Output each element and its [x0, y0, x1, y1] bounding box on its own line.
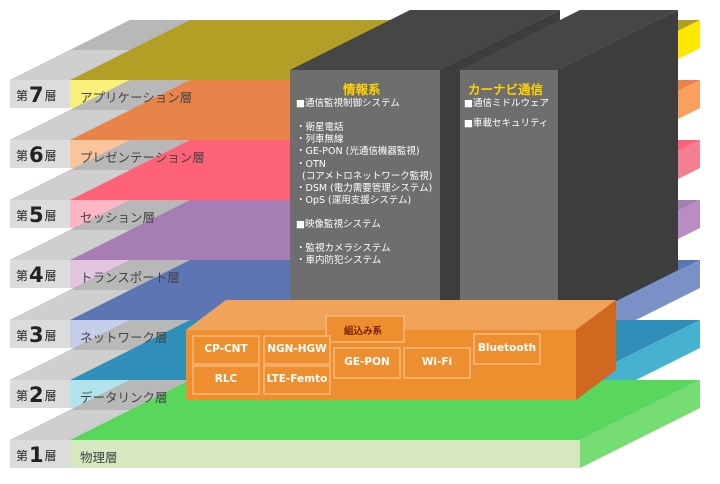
- embedded-box-3: [263, 365, 331, 395]
- info-tower-title: 情報系: [343, 82, 381, 97]
- layer-number-prefix: 第: [16, 89, 29, 103]
- carnavi-tower-side: [558, 10, 678, 330]
- layer-7-label-top-light: [10, 50, 130, 80]
- layer-number-suffix: 層: [44, 209, 57, 223]
- layer-7-number: 第7層: [16, 83, 57, 107]
- embedded-box-label-0: CP-CNT: [204, 343, 248, 355]
- embedded-box-label-6: Bluetooth: [477, 342, 537, 354]
- embedded-box-label-3: LTE-Femto: [266, 373, 328, 385]
- layer-5-label-block: [10, 200, 70, 228]
- layer-number-digit: 3: [29, 323, 44, 347]
- embedded-box-label-2: RLC: [214, 373, 238, 385]
- layer-4-number: 第4層: [16, 263, 57, 287]
- layer-number-prefix: 第: [16, 209, 29, 223]
- info-tower-line: ・DSM (電力需要管理システム): [296, 182, 433, 194]
- carnavi-tower-top: [460, 10, 678, 70]
- layer-1-name: 物理層: [80, 450, 118, 465]
- info-tower-line: ・OpS (運用支援システム): [296, 194, 412, 206]
- layer-number-suffix: 層: [44, 149, 57, 163]
- layer-1-side-face: [580, 380, 700, 468]
- layer-6-label-top-light: [10, 110, 130, 140]
- layer-number-digit: 4: [29, 263, 44, 287]
- layer-6-label-block: [10, 140, 70, 168]
- layer-4-name: トランスポート層: [80, 270, 180, 285]
- layer-number-digit: 5: [29, 203, 44, 227]
- embedded-box-1: [263, 335, 331, 365]
- layer-3-number: 第3層: [16, 323, 57, 347]
- layer-number-prefix: 第: [16, 389, 29, 403]
- layer-2-number: 第2層: [16, 383, 57, 407]
- layer-number-digit: 1: [29, 443, 44, 467]
- info-tower-line: (コアメトロネットワーク監視): [296, 170, 433, 182]
- embedded-box-label-4: GE-PON: [344, 356, 390, 368]
- info-tower-line: ■通信監視制御システム: [296, 98, 400, 109]
- info-tower-line: ・衛星電話: [296, 122, 344, 134]
- carnavi-tower-line: ■通信ミドルウェア: [464, 98, 549, 109]
- info-tower-face: [290, 70, 440, 310]
- layer-5-label-top-light: [10, 170, 130, 200]
- layer-number-suffix: 層: [44, 449, 57, 463]
- info-tower-line: ・列車無線: [296, 134, 344, 146]
- info-tower-line: ・OTN: [296, 158, 326, 170]
- layer-number-prefix: 第: [16, 329, 29, 343]
- layer-3-label-top-light: [10, 290, 130, 320]
- layer-4-label-top-light: [10, 230, 130, 260]
- layer-number-digit: 2: [29, 383, 44, 407]
- layer-number-digit: 7: [29, 83, 44, 107]
- layer-2-label-block: [10, 380, 70, 408]
- layer-2-label-top-light: [10, 350, 130, 380]
- layer-1-front-face: [70, 440, 580, 468]
- layer-number-suffix: 層: [44, 329, 57, 343]
- info-tower-line: ・GE-PON (光通信機器監視): [296, 146, 420, 158]
- layer-1-number: 第1層: [16, 443, 57, 467]
- carnavi-tower-line: ■車載セキュリティ: [464, 118, 549, 129]
- info-tower-line: ・車内防犯システム: [296, 255, 382, 267]
- layer-1-label-top-light: [10, 410, 130, 440]
- layer-1-label-block: [10, 440, 70, 468]
- embedded-box-5: [403, 347, 471, 379]
- layer-3-label-block: [10, 320, 70, 348]
- layer-2-name: データリンク層: [80, 390, 168, 405]
- embedded-box-label-5: Wi-Fi: [421, 356, 453, 368]
- layer-number-prefix: 第: [16, 269, 29, 283]
- info-tower-line: ■映像監視システム: [296, 219, 381, 230]
- embedded-box-0: [192, 335, 260, 365]
- layer-6-number: 第6層: [16, 143, 57, 167]
- layer-number-suffix: 層: [44, 389, 57, 403]
- layer-number-prefix: 第: [16, 449, 29, 463]
- layer-3-name: ネットワーク層: [80, 330, 168, 345]
- layer-5-number: 第5層: [16, 203, 57, 227]
- layer-5-name: セッション層: [80, 210, 156, 225]
- layer-number-prefix: 第: [16, 149, 29, 163]
- carnavi-tower-face: [460, 70, 558, 330]
- embedded-side: [576, 300, 616, 400]
- info-tower-top: [290, 10, 560, 70]
- layer-7-label-block: [10, 80, 70, 108]
- layer-number-suffix: 層: [44, 89, 57, 103]
- embedded-top: [186, 300, 616, 330]
- carnavi-tower-title: カーナビ通信: [468, 82, 544, 97]
- layer-number-digit: 6: [29, 143, 44, 167]
- layer-6-name: プレゼンテーション層: [80, 150, 205, 165]
- embedded-title-tab: [325, 315, 405, 343]
- embedded-box-2: [192, 365, 260, 395]
- embedded-box-4: [333, 347, 401, 379]
- layer-7-name: アプリケーション層: [80, 90, 193, 105]
- embedded-title: 組込み系: [344, 326, 383, 337]
- embedded-box-6: [473, 333, 541, 365]
- info-tower-line: ・監視カメラシステム: [296, 243, 391, 255]
- layer-number-suffix: 層: [44, 269, 57, 283]
- layer-4-label-block: [10, 260, 70, 288]
- embedded-box-label-1: NGN-HGW: [267, 343, 327, 355]
